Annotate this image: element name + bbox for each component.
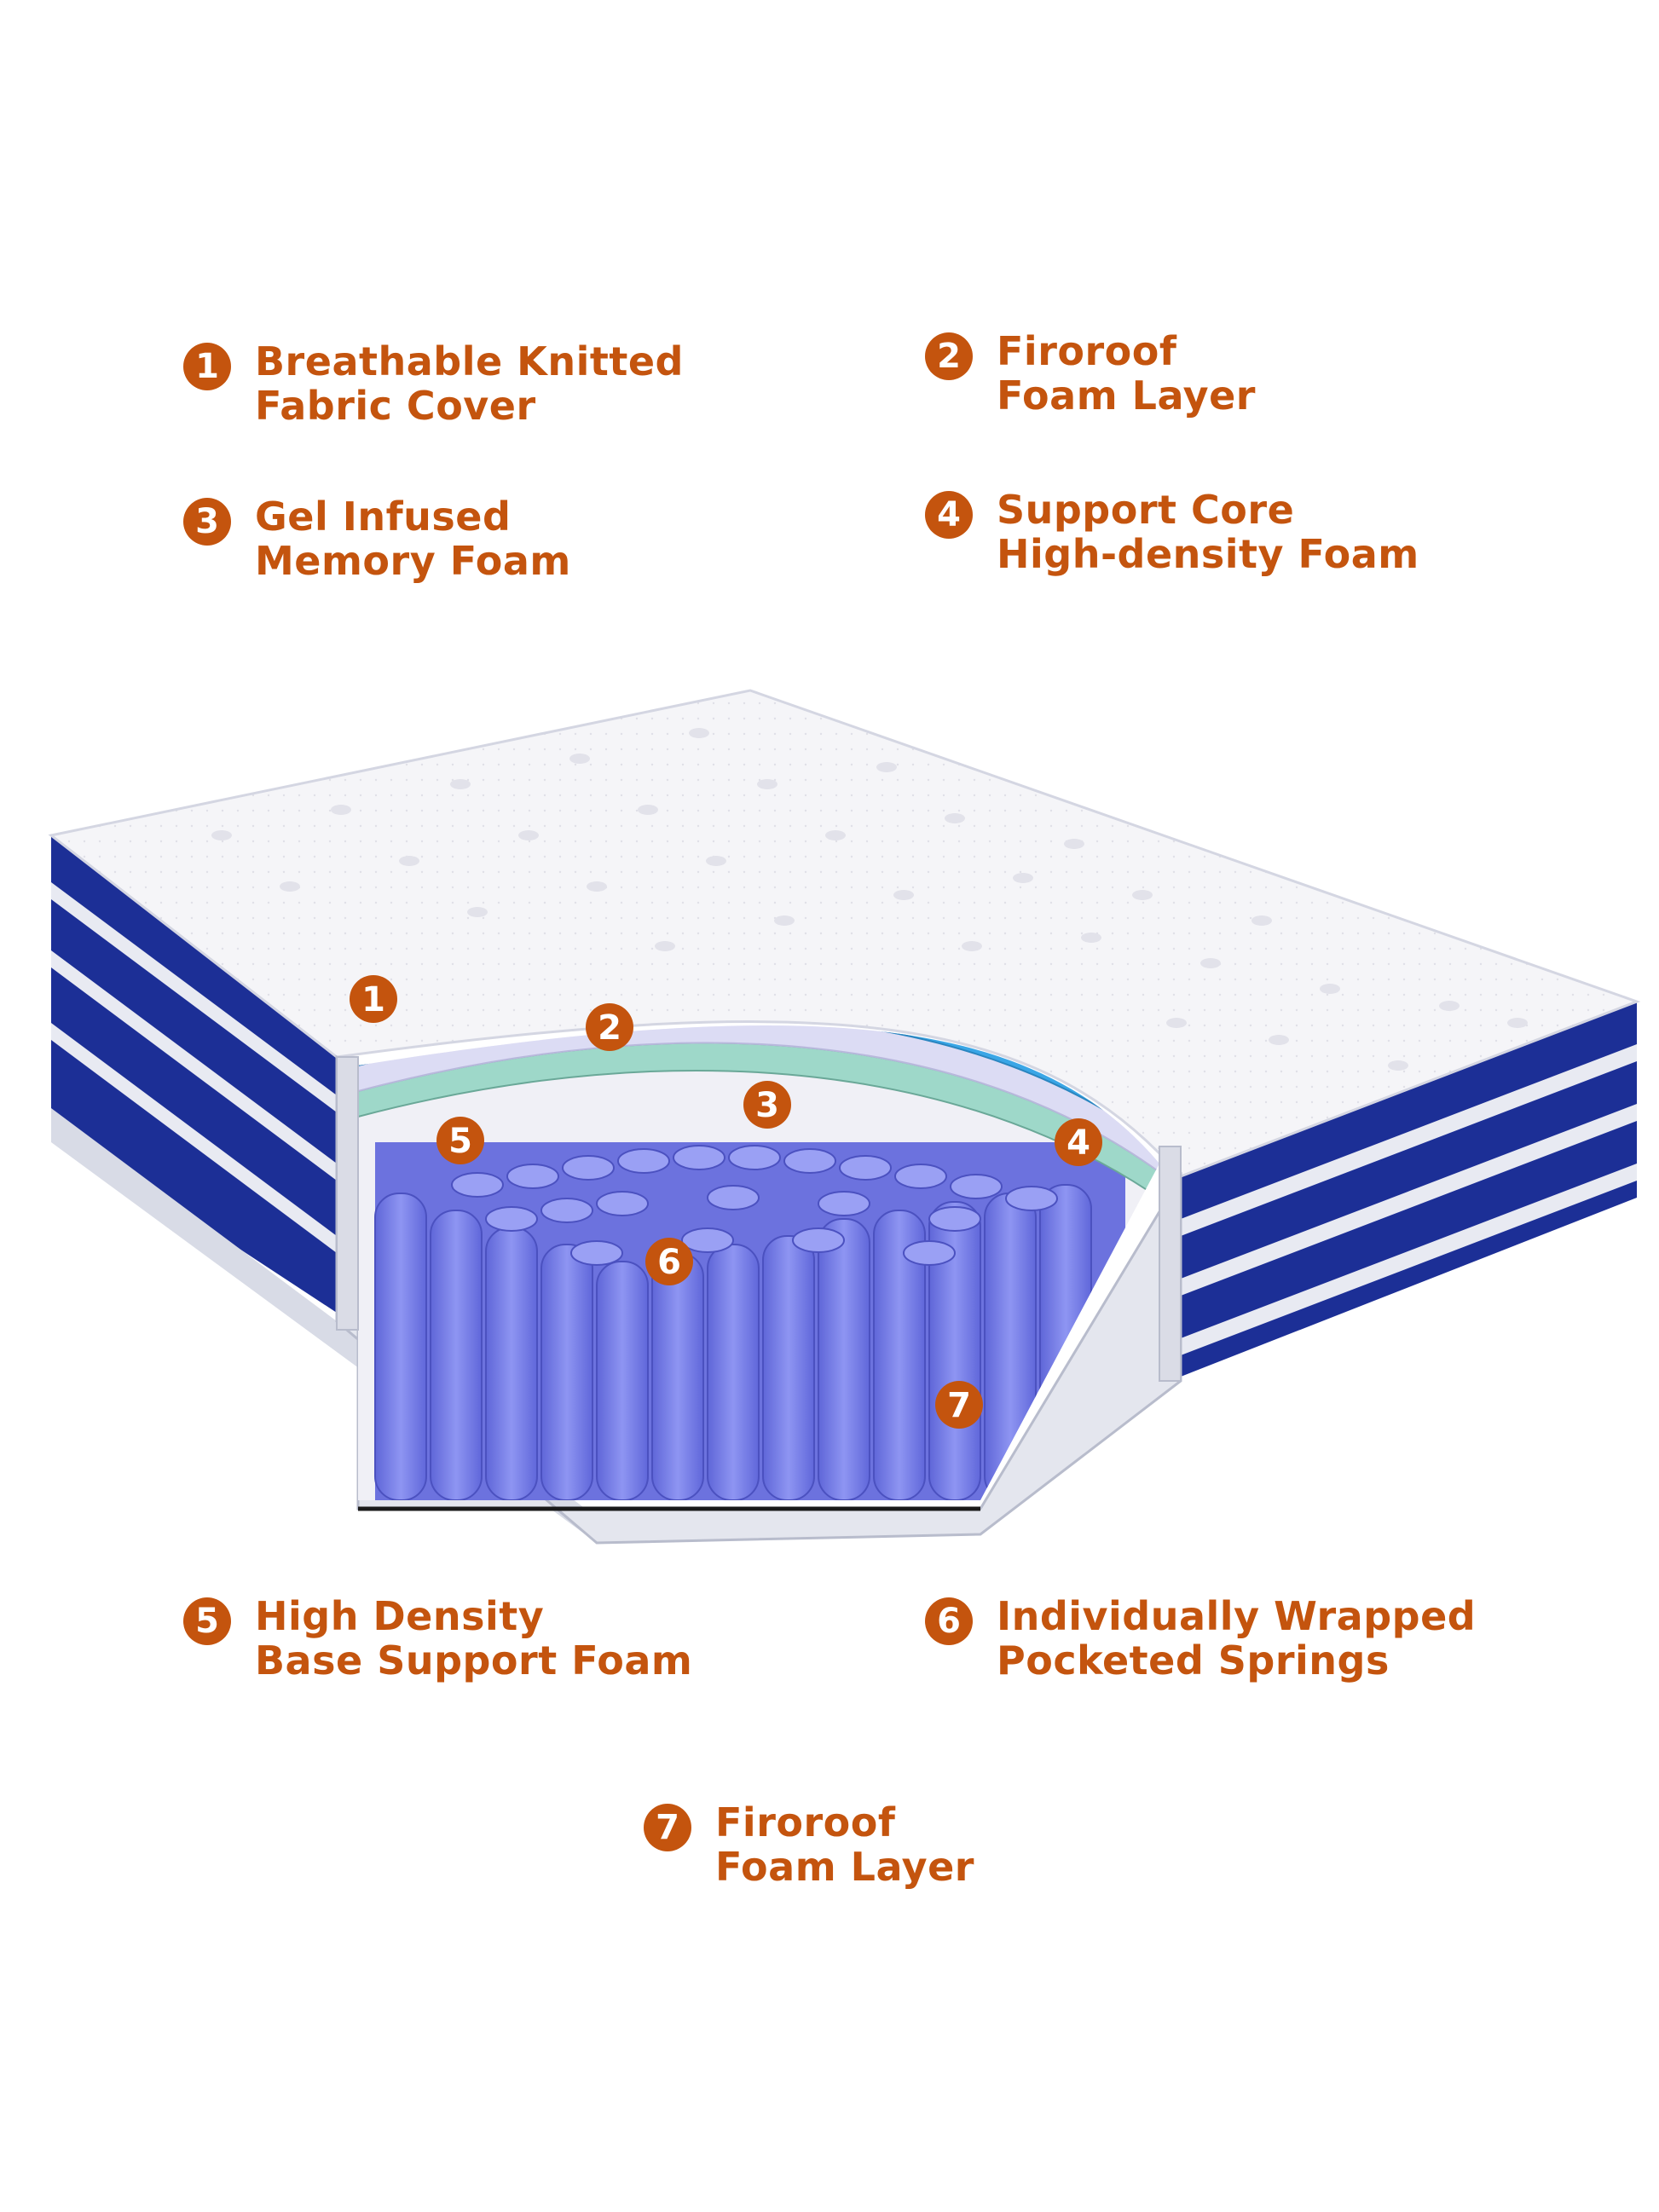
marker-1-label: 1: [361, 980, 385, 1019]
legend-number-badge: 2: [925, 332, 973, 380]
legend-label: Breathable Knitted Fabric Cover: [255, 339, 684, 428]
marker-4-label: 4: [1066, 1123, 1090, 1163]
mattress-top-cover: [48, 689, 1641, 1178]
marker-3: 3: [743, 1081, 791, 1129]
legend-number-badge: 3: [183, 498, 231, 546]
legend-label-line: Fabric Cover: [255, 383, 536, 429]
legend-label: High Density Base Support Foam: [255, 1594, 692, 1683]
legend-label: Firoroof Foam Layer: [715, 1800, 974, 1889]
legend-number-badge: 4: [925, 491, 973, 539]
legend-number-badge: 5: [183, 1597, 231, 1645]
legend-label-line: Support Core: [997, 487, 1295, 533]
legend-label: Gel Infused Memory Foam: [255, 494, 571, 583]
legend-label-line: Firoroof: [715, 1799, 896, 1845]
marker-2-label: 2: [598, 1008, 621, 1048]
legend-label-line: Foam Layer: [715, 1844, 974, 1890]
legend-label-line: Gel Infused: [255, 494, 512, 540]
legend-number-badge: 7: [644, 1804, 691, 1851]
legend-label-line: High Density: [255, 1593, 545, 1639]
marker-3-label: 3: [755, 1086, 779, 1125]
marker-5: 5: [436, 1117, 484, 1164]
marker-4: 4: [1055, 1118, 1102, 1166]
mattress-side-right: [1181, 1002, 1637, 1377]
marker-5-label: 5: [448, 1122, 472, 1161]
legend-number-badge: 1: [183, 343, 231, 390]
legend-label-line: High-density Foam: [997, 531, 1419, 577]
legend-label-line: Foam Layer: [997, 373, 1256, 419]
legend-label-line: Memory Foam: [255, 538, 571, 584]
marker-7: 7: [935, 1381, 983, 1429]
legend-number-badge: 6: [925, 1597, 973, 1645]
legend-label-line: Pocketed Springs: [997, 1637, 1390, 1684]
legend-item-2: 2 Firoroof Foam Layer: [925, 329, 1256, 418]
marker-6: 6: [645, 1238, 693, 1285]
legend-label-line: Firoroof: [997, 328, 1177, 374]
legend-label-line: Breathable Knitted: [255, 338, 684, 384]
legend-item-5: 5 High Density Base Support Foam: [183, 1594, 692, 1683]
legend-item-4: 4 Support Core High-density Foam: [925, 488, 1419, 576]
marker-7-label: 7: [947, 1386, 971, 1425]
legend-item-1: 1 Breathable Knitted Fabric Cover: [183, 339, 684, 428]
mattress-cutaway-diagram: 1 2 3 4 5 6 7: [48, 689, 1641, 1545]
pocketed-springs: [374, 1142, 1125, 1500]
legend-item-3: 3 Gel Infused Memory Foam: [183, 494, 571, 583]
legend-item-7: 7 Firoroof Foam Layer: [644, 1800, 974, 1889]
legend-label-line: Individually Wrapped: [997, 1593, 1477, 1639]
legend-item-6: 6 Individually Wrapped Pocketed Springs: [925, 1594, 1476, 1683]
legend-label: Support Core High-density Foam: [997, 488, 1419, 576]
mattress-cutaway: [335, 1025, 1182, 1545]
marker-2: 2: [586, 1003, 633, 1051]
legend-label: Firoroof Foam Layer: [997, 329, 1256, 418]
legend-label: Individually Wrapped Pocketed Springs: [997, 1594, 1476, 1683]
marker-6-label: 6: [657, 1243, 681, 1282]
legend-label-line: Base Support Foam: [255, 1637, 693, 1684]
marker-1: 1: [350, 975, 397, 1023]
